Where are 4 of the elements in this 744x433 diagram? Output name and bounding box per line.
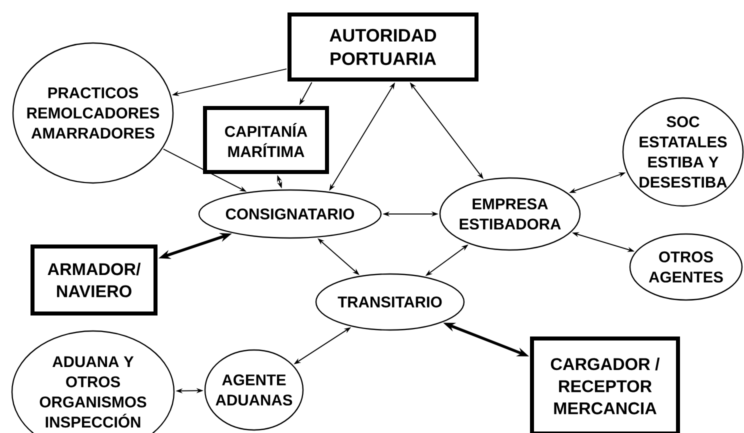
actor-box: ARMADOR/ NAVIERO [30,244,158,316]
authority-box: AUTORIDAD PORTUARIA [288,12,478,82]
actor-box: CARGADOR / RECEPTOR MERCANCIA [530,336,680,433]
authority-box: CAPITANÍA MARÍTIMA [203,106,329,174]
